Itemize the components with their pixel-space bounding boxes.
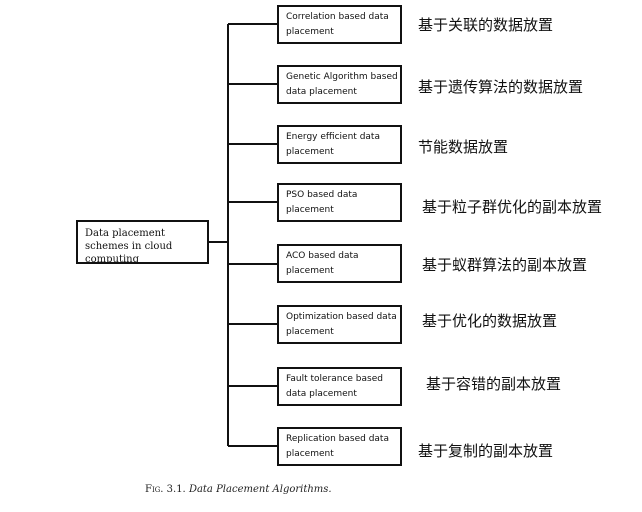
scheme-node-energy-efficient: Energy efficient data placement [277,125,402,164]
scheme-node-pso: PSO based data placement [277,183,402,222]
scheme-translation-aco: 基于蚁群算法的副本放置 [422,256,588,274]
scheme-node-replication: Replication based data placement [277,427,402,466]
scheme-translation-replication: 基于复制的副本放置 [418,442,554,460]
root-node: Data placement schemes in cloud computin… [76,220,209,265]
figure-caption: Fig. 3.1. Data Placement Algorithms. [145,484,332,495]
scheme-translation-pso: 基于粒子群优化的副本放置 [422,198,603,216]
scheme-translation-correlation: 基于关联的数据放置 [418,16,554,34]
scheme-node-fault-tolerance: Fault tolerance based data placement [277,367,402,406]
scheme-node-aco: ACO based data placement [277,244,402,283]
caption-text: Data Placement Algorithms. [188,484,332,495]
scheme-translation-optimization: 基于优化的数据放置 [422,312,558,330]
caption-label: Fig. 3.1. [145,484,186,495]
scheme-node-optimization: Optimization based data placement [277,305,402,344]
scheme-node-genetic-algorithm: Genetic Algorithm based data placement [277,65,402,104]
scheme-translation-fault-tolerance: 基于容错的副本放置 [426,375,562,393]
scheme-node-correlation: Correlation based data placement [277,5,402,44]
scheme-translation-genetic-algorithm: 基于遗传算法的数据放置 [418,78,584,96]
scheme-translation-energy-efficient: 节能数据放置 [418,138,509,156]
